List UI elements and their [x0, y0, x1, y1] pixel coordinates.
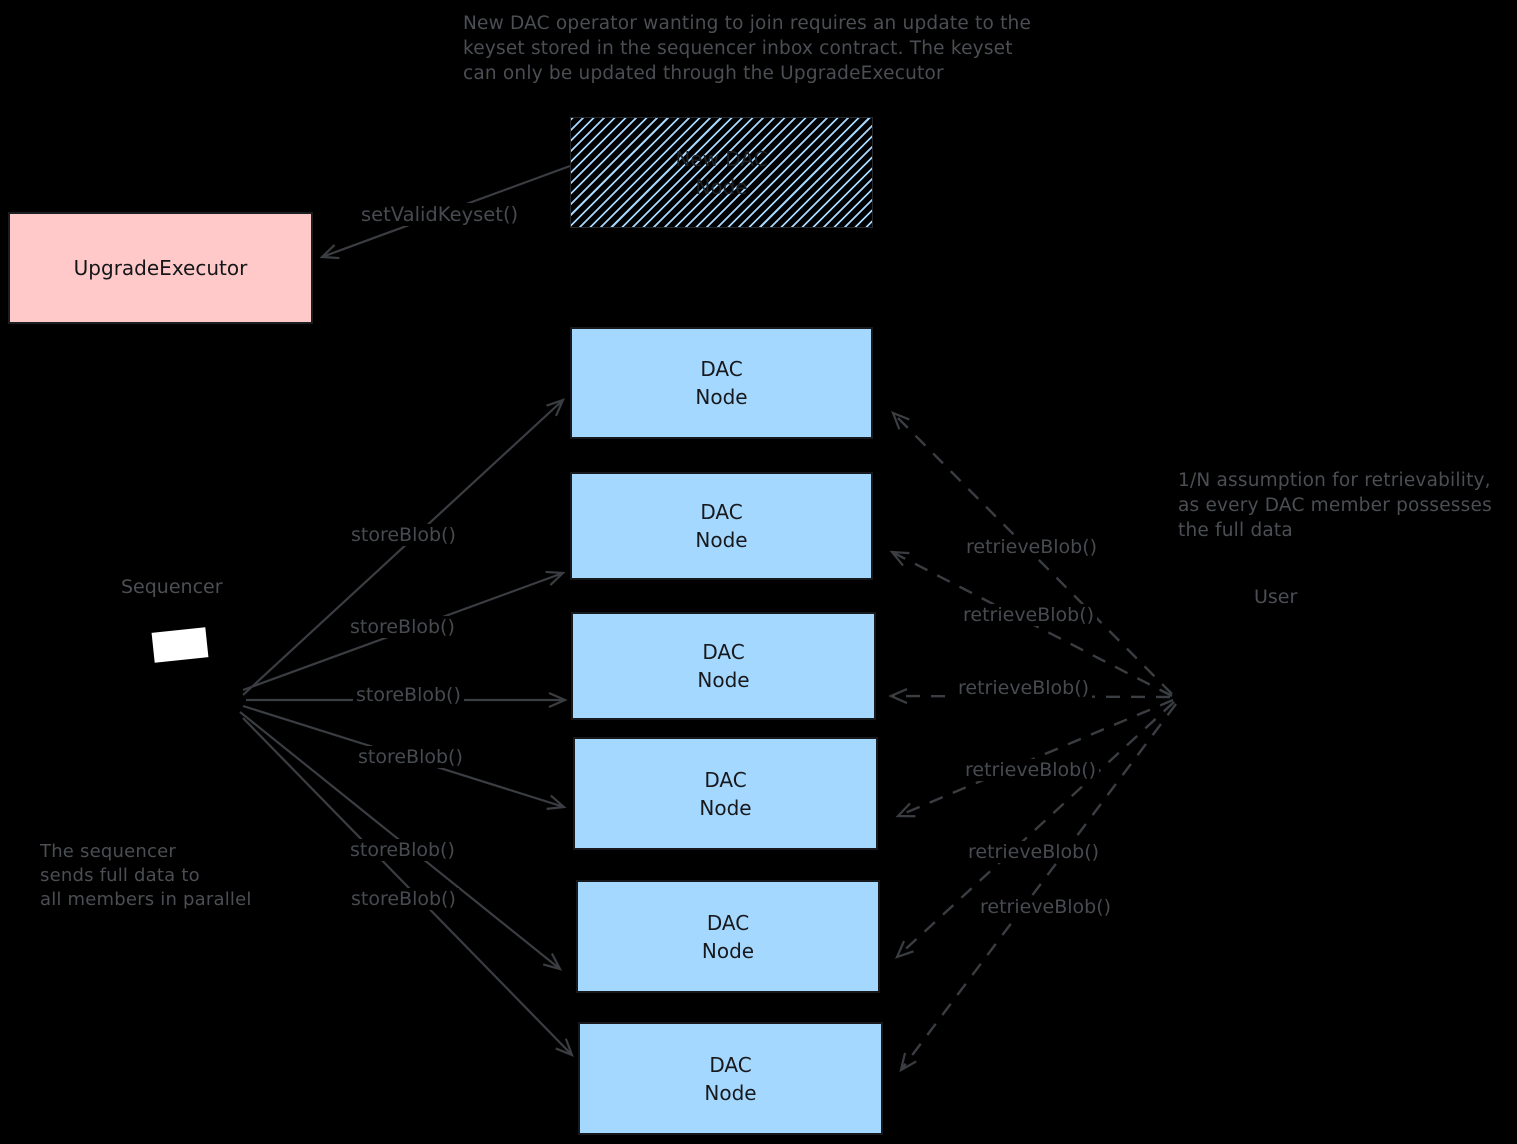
dac-node-label: Node: [701, 938, 755, 963]
dac-node-box-4: DAC Node: [573, 737, 878, 850]
set-valid-keyset-label: setValidKeyset(): [358, 203, 522, 226]
sequencer-label: Sequencer: [121, 576, 223, 598]
note-line: keyset stored in the sequencer inbox con…: [463, 38, 1013, 59]
parallel-note: The sequencer sends full data to all mem…: [40, 840, 252, 912]
store-blob-arrow-6: [242, 717, 574, 1057]
upgrade-executor-label: UpgradeExecutor: [73, 256, 248, 280]
dac-node-label: Node: [695, 385, 748, 409]
retrieve-blob-arrow-1: [891, 411, 1173, 695]
retrievability-note: 1/N assumption for retrievability, as ev…: [1178, 468, 1492, 543]
new-dac-node-label-line1: New DAC: [675, 146, 768, 171]
user-label: User: [1254, 586, 1298, 608]
new-dac-node-box: New DAC Node: [570, 117, 873, 228]
note-line: as every DAC member possesses: [1178, 495, 1492, 516]
note-line: all members in parallel: [40, 889, 252, 910]
note-line: the full data: [1178, 520, 1293, 541]
retrieve-blob-arrow-4: [895, 698, 1174, 818]
keyset-note: New DAC operator wanting to join require…: [463, 11, 1031, 86]
store-blob-label-4: storeBlob(): [355, 746, 466, 768]
dac-node-box-2: DAC Node: [570, 472, 873, 580]
note-line: 1/N assumption for retrievability,: [1178, 470, 1491, 491]
upgrade-executor-box: UpgradeExecutor: [8, 212, 313, 324]
dac-node-box-6: DAC Node: [578, 1022, 883, 1135]
dac-node-label: Node: [704, 1080, 757, 1105]
dac-node-box-1: DAC Node: [570, 327, 873, 439]
note-line: New DAC operator wanting to join require…: [463, 13, 1032, 34]
store-blob-arrow-1: [242, 398, 566, 696]
retrieve-blob-label-2: retrieveBlob(): [960, 604, 1098, 626]
note-line: can only be updated through the UpgradeE…: [463, 63, 944, 84]
store-blob-label-3: storeBlob(): [353, 684, 464, 706]
note-line: The sequencer: [40, 841, 176, 862]
dac-node-label: DAC: [700, 357, 743, 381]
store-blob-label-1: storeBlob(): [348, 524, 459, 546]
dac-node-label: DAC: [709, 1052, 752, 1077]
retrieve-blob-label-6: retrieveBlob(): [977, 896, 1115, 918]
dac-node-box-3: DAC Node: [571, 612, 876, 720]
dac-node-label: DAC: [702, 640, 745, 664]
retrieve-blob-label-5: retrieveBlob(): [965, 841, 1103, 863]
dac-node-label: DAC: [704, 767, 747, 792]
new-dac-node-label-line2: Node: [695, 174, 748, 199]
retrieve-blob-label-1: retrieveBlob(): [963, 536, 1101, 558]
dac-node-box-5: DAC Node: [576, 880, 880, 993]
retrieve-blob-label-4: retrieveBlob(): [962, 759, 1100, 781]
dac-node-label: DAC: [700, 500, 743, 524]
retrieve-blob-arrow-3: [888, 688, 1171, 705]
retrieve-blob-arrow-5: [894, 701, 1175, 959]
dac-node-label: Node: [695, 528, 748, 552]
note-line: sends full data to: [40, 865, 200, 886]
store-blob-label-6: storeBlob(): [348, 888, 459, 910]
store-blob-label-5: storeBlob(): [347, 839, 458, 861]
dac-node-label: Node: [697, 668, 750, 692]
sequencer-icon: [151, 627, 209, 663]
dac-node-label: DAC: [706, 910, 750, 935]
retrieve-blob-arrow-6: [899, 703, 1177, 1073]
store-blob-label-2: storeBlob(): [347, 616, 458, 638]
dac-node-label: Node: [699, 795, 752, 820]
retrieve-blob-label-3: retrieveBlob(): [955, 677, 1093, 699]
